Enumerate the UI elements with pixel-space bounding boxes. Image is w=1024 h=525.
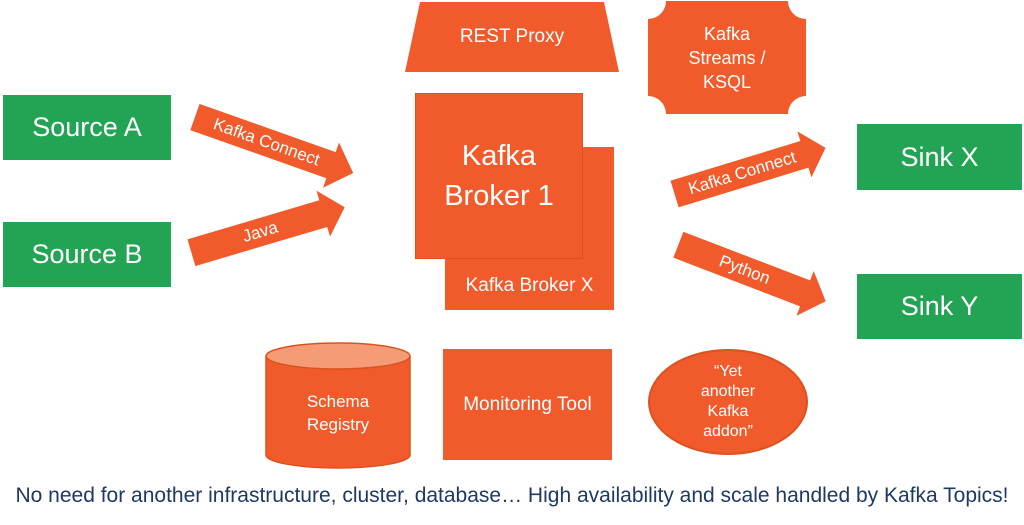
sink-y-label: Sink Y	[900, 291, 979, 321]
source-a-label: Source A	[32, 112, 142, 142]
sink-y-box: Sink Y	[857, 274, 1022, 339]
source-a-box: Source A	[3, 95, 171, 160]
monitoring-tool-box: Monitoring Tool	[443, 349, 612, 460]
monitoring-tool-label: Monitoring Tool	[463, 393, 592, 415]
arrow-label-python: Python	[716, 251, 773, 289]
kafka-addon-ellipse: “Yet another Kafka addon”	[648, 349, 808, 455]
kafka-broker-x-label: Kafka Broker X	[465, 275, 594, 296]
kafka-streams-label: Kafka Streams / KSQL	[688, 23, 766, 92]
kafka-broker-1-label-line1: Kafka	[461, 140, 537, 172]
schema-registry-cylinder	[265, 342, 411, 469]
source-b-box: Source B	[3, 222, 171, 287]
arrow-label-java: Java	[240, 217, 281, 247]
caption-text: No need for another infrastructure, clus…	[15, 484, 1009, 507]
kafka-broker-1-box: Kafka Broker 1	[415, 93, 583, 259]
arrow-source-a-to-broker: Kafka Connect	[187, 94, 361, 195]
kafka-streams-shape	[648, 1, 806, 114]
arrow-label-kafka-connect-right: Kafka Connect	[686, 147, 799, 199]
rest-proxy-label: REST Proxy	[459, 26, 565, 47]
schema-registry-label: Schema Registry	[306, 392, 370, 434]
kafka-broker-1-label-line2: Broker 1	[444, 180, 554, 212]
sink-x-box: Sink X	[857, 124, 1022, 190]
arrow-broker-to-sink-y: Python	[670, 222, 835, 323]
arrow-label-kafka-connect-left: Kafka Connect	[210, 114, 323, 170]
sink-x-label: Sink X	[900, 141, 979, 172]
arrow-broker-to-sink-x: Kafka Connect	[667, 125, 832, 217]
source-b-label: Source B	[31, 239, 143, 269]
arrow-source-b-to-broker: Java	[184, 184, 351, 275]
rest-proxy-shape: REST Proxy	[405, 2, 619, 72]
